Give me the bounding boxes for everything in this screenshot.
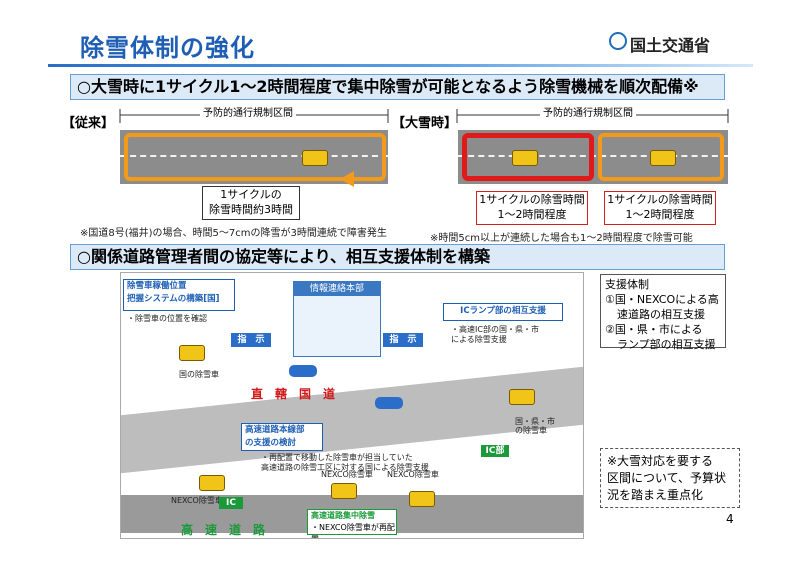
national-plow-label: 国の除雪車: [179, 370, 219, 379]
road-left: [120, 130, 388, 184]
arrow-left-icon: [340, 171, 354, 187]
snowplow-icon: [409, 491, 435, 507]
section2-heading: ○関係道路管理者間の協定等により、相互支援体制を構築: [70, 244, 725, 270]
info-hub-panel: 情報連絡本部: [293, 281, 381, 357]
nexco-plow-mid-label: NEXCO除雪車: [321, 470, 373, 479]
expressway-label: 高 速 道 路: [181, 523, 266, 537]
info-hub-title: 情報連絡本部: [294, 282, 380, 296]
plow-cycle-loop-orange: [598, 133, 724, 181]
ministry-name: 国土交通省: [630, 36, 711, 55]
page-number: 4: [726, 512, 734, 526]
heavy-snow-label: 【大雪時】: [392, 116, 458, 131]
title-underline: [48, 64, 753, 67]
mutual-support-diagram: 直 轄 国 道 高 速 道 路 除雪車稼働位置 把握システムの構築[国] ・除雪…: [120, 272, 584, 539]
plow-cycle-loop-red: [462, 133, 594, 181]
snowplow-icon: [512, 150, 538, 166]
gps-system-box: 除雪車稼働位置 把握システムの構築[国]: [123, 279, 235, 311]
ic-ramp-box: ICランプ部の相互支援: [443, 303, 563, 321]
national-road-label: 直 轄 国 道: [251, 387, 336, 401]
car-icon: [289, 365, 317, 377]
nexco-plow-left-label: NEXCO除雪車: [171, 496, 223, 505]
callout-conventional: 1サイクルの 除雪時間約3時間: [202, 186, 300, 220]
expressway-main-note: ・再配置で移動した除雪車が担当していた 高速道路の除雪工区に対する国による除雪支…: [261, 453, 429, 472]
callout-heavy-snow-b: 1サイクルの除雪時間 1～2時間程度: [604, 191, 716, 225]
ministry-logo-icon: [609, 32, 627, 50]
snowplow-icon: [650, 150, 676, 166]
plow-cycle-loop-left: [124, 133, 386, 181]
expressway-main-box: 高速道路本線部 の支援の検討: [241, 423, 323, 451]
right-plow-label: 国・県・市の除雪車: [515, 417, 555, 435]
ic-tag-right: IC部: [481, 445, 509, 457]
nexco-plow-right-label: NEXCO除雪車: [387, 470, 439, 479]
zone-label-right: 予防的通行規制区間: [540, 104, 636, 119]
note-heavy-snow: ※時間5cm以上が連続した場合も1～2時間程度で除雪可能: [430, 233, 693, 244]
zone-label-left: 予防的通行規制区間: [200, 104, 296, 119]
snowplow-icon: [509, 389, 535, 405]
instruct-tag-left: 指 示: [231, 333, 271, 347]
ic-ramp-note: ・高速IC部の国・県・市 による除雪支援: [451, 325, 539, 344]
concentrated-removal-box: 高速道路集中除雪 ・NEXCO除雪車が再配置: [307, 509, 397, 538]
instruct-tag-right: 指 示: [383, 333, 423, 347]
priority-note-box: ※大雪対応を要する 区間について、予算状 況を踏まえ重点化: [600, 448, 740, 508]
support-system-box: 支援体制 ①国・NEXCOによる高 速道路の相互支援 ②国・県・市による ランプ…: [600, 274, 726, 351]
snowplow-icon: [199, 475, 225, 491]
snowplow-icon: [179, 345, 205, 361]
note-conventional: ※国道8号(福井)の場合、時間5～7cmの降雪が3時間連続で障害発生: [80, 228, 387, 239]
page-title: 除雪体制の強化: [80, 34, 255, 62]
car-icon: [375, 397, 403, 409]
snowplow-icon: [302, 150, 328, 166]
callout-heavy-snow-a: 1サイクルの除雪時間 1～2時間程度: [476, 191, 588, 225]
conventional-label: 【従来】: [62, 116, 115, 131]
gps-note: ・除雪車の位置を確認: [127, 314, 207, 323]
ic-tag-left: IC: [219, 497, 243, 509]
section1-heading: ○大雪時に1サイクル1～2時間程度で集中除雪が可能となるよう除雪機械を順次配備※: [70, 74, 725, 100]
snowplow-icon: [331, 483, 357, 499]
